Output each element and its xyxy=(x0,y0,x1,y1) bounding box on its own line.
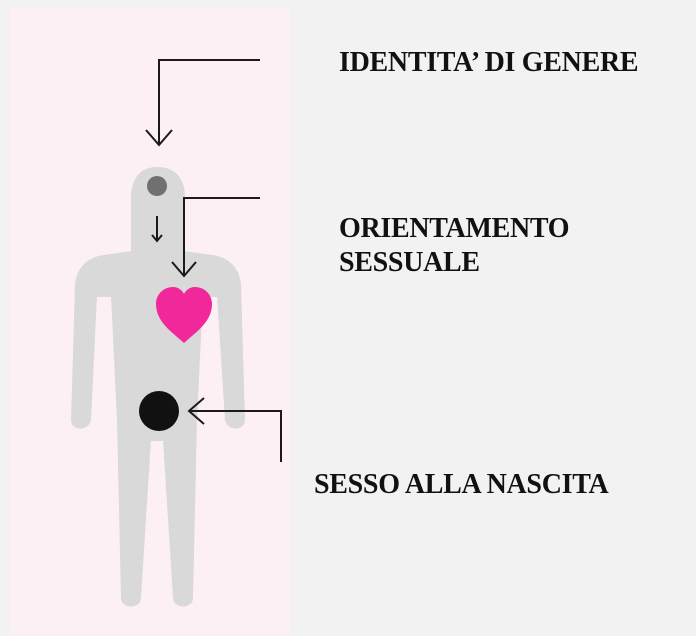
label-orientation-line2: SESSUALE xyxy=(339,247,480,278)
identity-arrow xyxy=(145,59,260,147)
sex-arrow xyxy=(187,397,282,462)
label-sex-at-birth: SESSO ALLA NASCITA xyxy=(314,468,609,502)
label-orientation-line1: ORIENTAMENTO xyxy=(339,213,570,244)
orientation-arrow xyxy=(171,197,260,278)
head-dot-icon xyxy=(147,176,167,196)
figure-torso xyxy=(70,166,246,607)
person-silhouette-icon xyxy=(70,166,246,607)
heart-icon xyxy=(156,287,212,343)
label-gender-identity: IDENTITA’ DI GENERE xyxy=(339,46,639,80)
body-dot-icon xyxy=(139,391,179,431)
label-sex-at-birth-text: SESSO ALLA NASCITA xyxy=(314,469,609,500)
small-down-arrow-icon xyxy=(151,216,163,243)
label-sexual-orientation: ORIENTAMENTO SESSUALE xyxy=(339,212,570,280)
label-gender-identity-text: IDENTITA’ DI GENERE xyxy=(339,47,639,78)
